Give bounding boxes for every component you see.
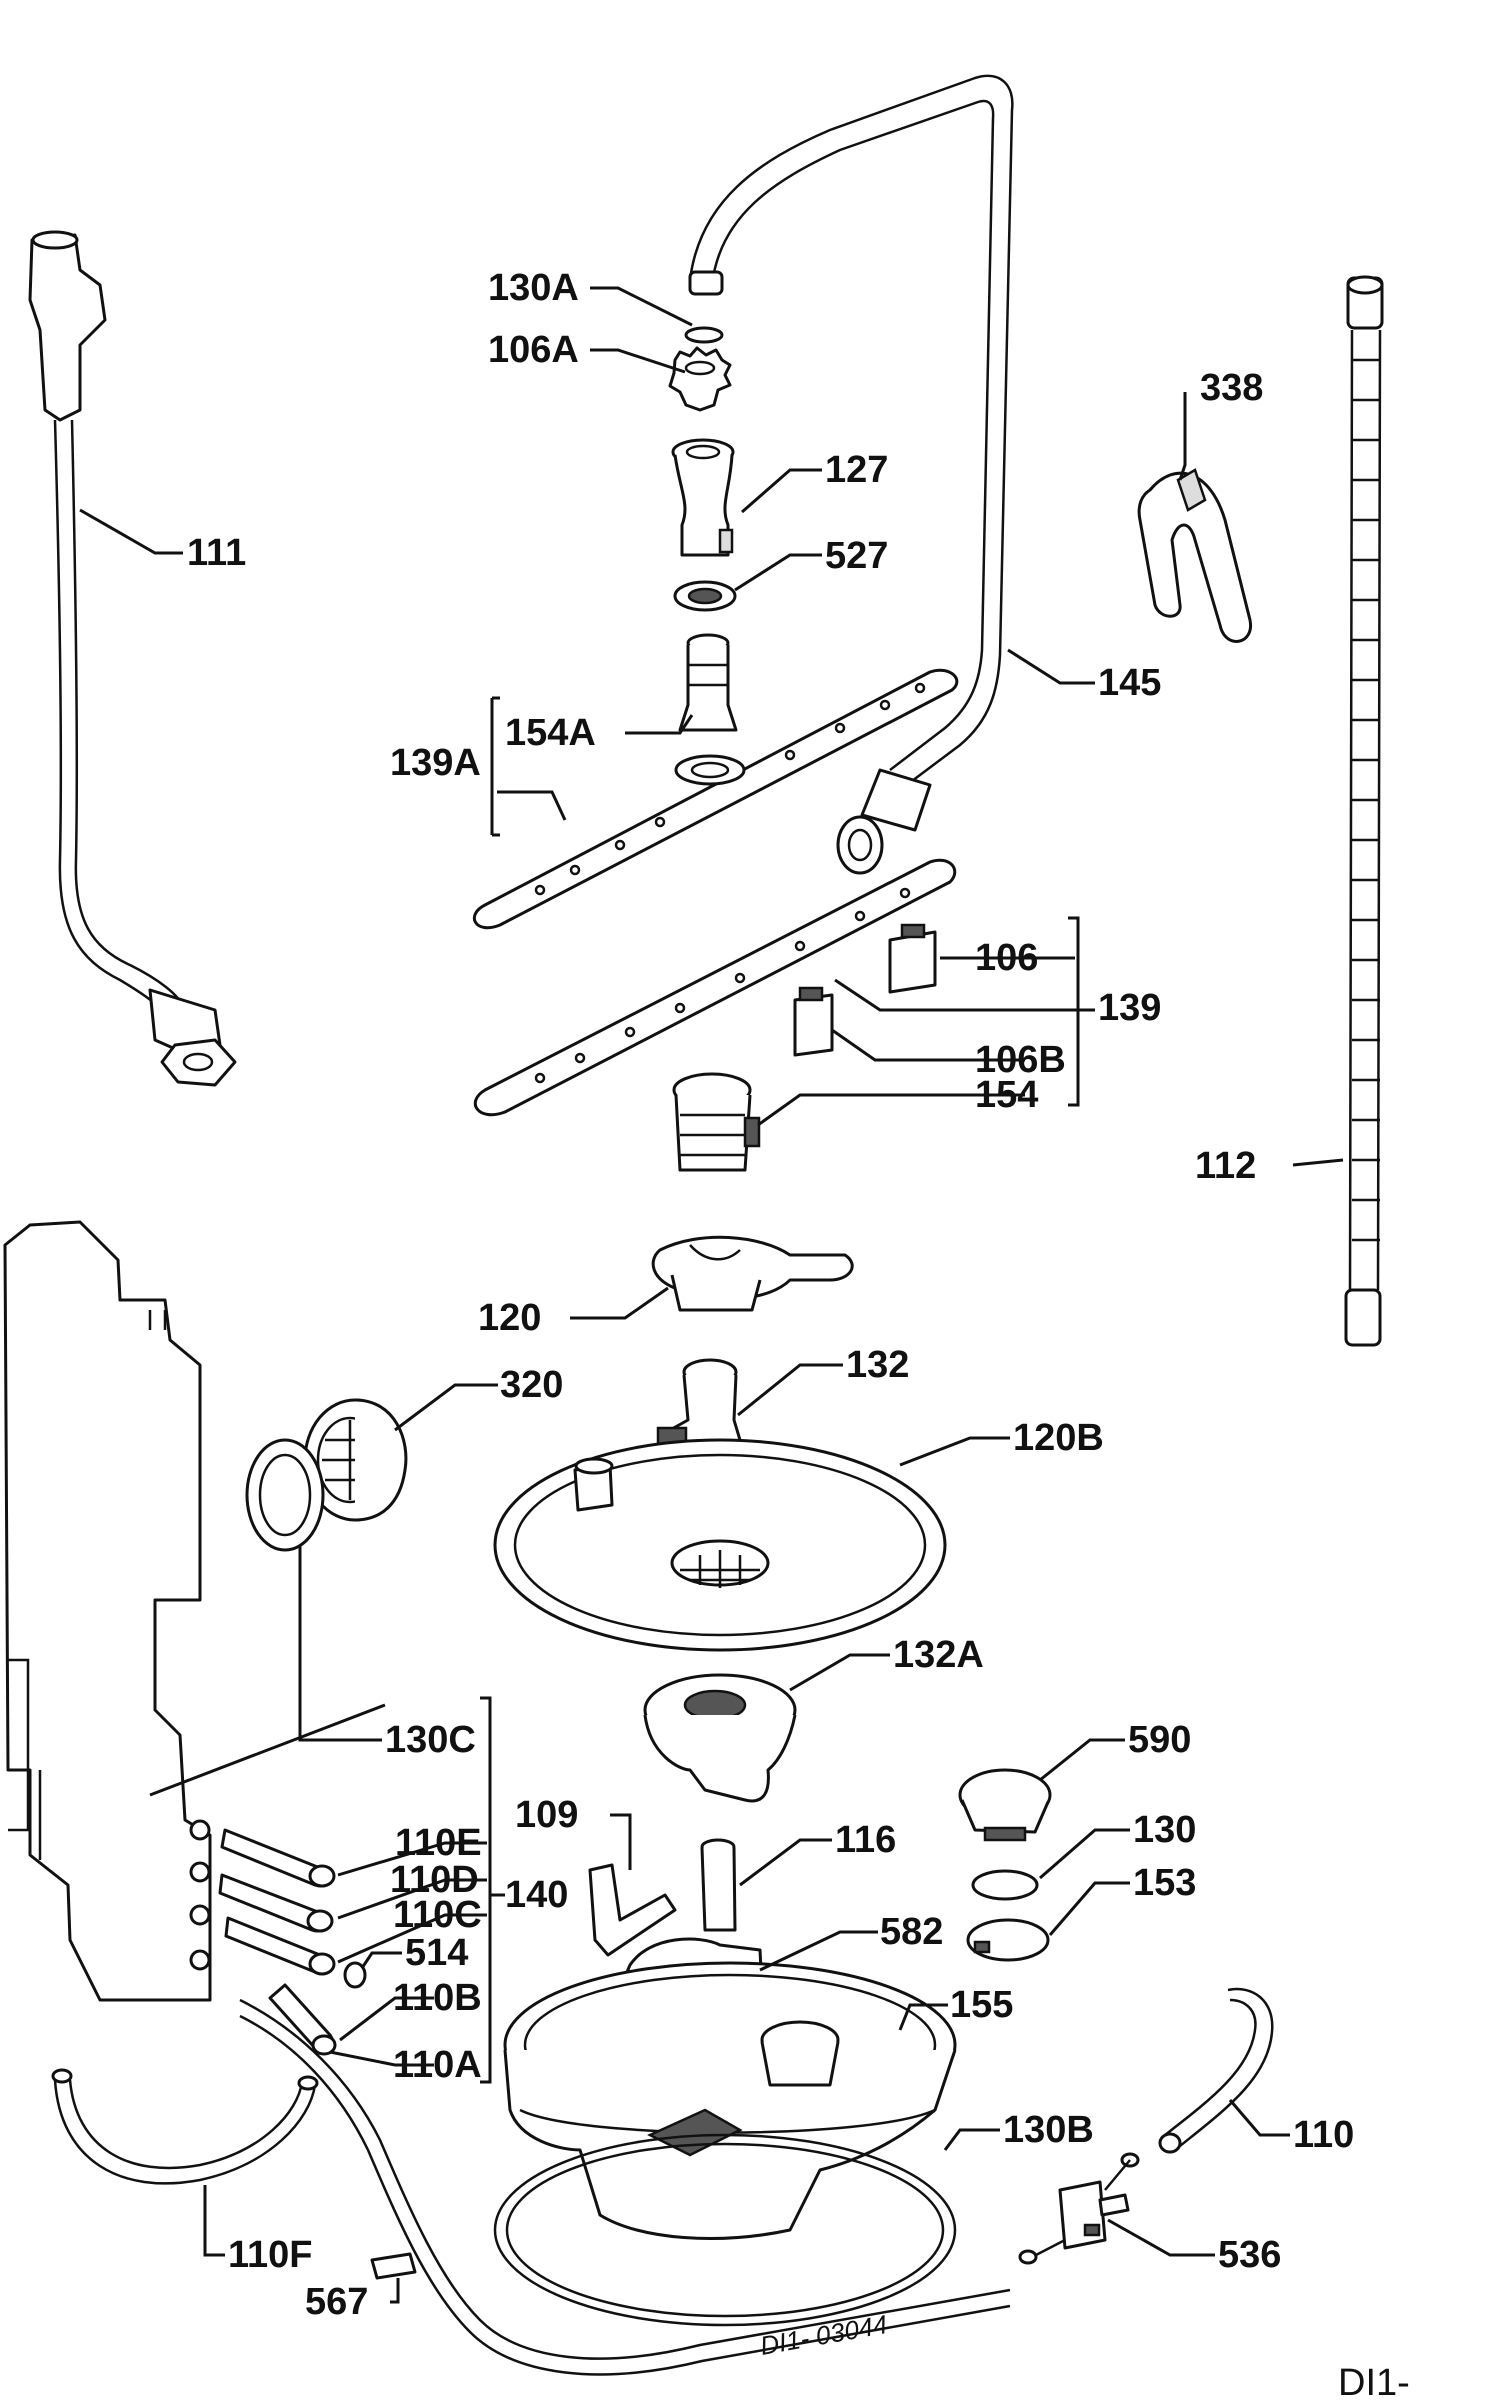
tube-outlet xyxy=(836,815,884,875)
tube-nozzle-end xyxy=(688,270,724,296)
label-112: 112 xyxy=(1195,1145,1256,1187)
part-labels: 130A 106A 127 527 338 111 145 154A 139A … xyxy=(187,267,1354,2323)
label-106A: 106A xyxy=(488,329,579,371)
label-320: 320 xyxy=(500,1364,563,1406)
label-567: 567 xyxy=(305,2281,368,2323)
part-590-cap xyxy=(958,1768,1052,1842)
label-154: 154 xyxy=(975,1074,1038,1116)
part-110E-tube xyxy=(220,1828,336,1888)
part-130C-ring xyxy=(245,1438,325,1552)
part-111-inlet-hose xyxy=(28,230,237,1087)
label-139A: 139A xyxy=(390,742,481,784)
part-106-clip xyxy=(888,923,937,994)
part-110C-tube xyxy=(224,1916,336,1976)
label-130C: 130C xyxy=(385,1719,476,1761)
label-582: 582 xyxy=(880,1911,943,1953)
part-127-bushing xyxy=(671,438,735,557)
label-120B: 120B xyxy=(1013,1417,1104,1459)
part-110-hose xyxy=(1158,1987,1274,2154)
part-130-ring xyxy=(971,1869,1039,1901)
label-130B: 130B xyxy=(1003,2109,1094,2151)
part-527-bearing xyxy=(673,580,737,612)
label-106: 106 xyxy=(975,937,1038,979)
label-130: 130 xyxy=(1133,1809,1196,1851)
part-536-switch xyxy=(1018,2152,1140,2265)
part-130B-seal-ring xyxy=(493,2133,957,2327)
label-111: 111 xyxy=(187,532,246,574)
part-320-fan xyxy=(303,1398,408,1522)
part-110F-curved-hose xyxy=(51,2068,319,2185)
label-132: 132 xyxy=(846,1344,909,1386)
label-132A: 132A xyxy=(893,1634,984,1676)
label-109: 109 xyxy=(515,1794,578,1836)
label-110F: 110F xyxy=(228,2234,313,2276)
part-106A-nut xyxy=(668,346,732,412)
label-106B: 106B xyxy=(975,1039,1066,1081)
label-155: 155 xyxy=(950,1984,1013,2026)
part-110D-tube xyxy=(218,1873,334,1933)
part-120B-filter-plate xyxy=(493,1438,947,1652)
label-110A: 110A xyxy=(393,2044,482,2086)
label-110E: 110E xyxy=(395,1822,482,1864)
label-116: 116 xyxy=(835,1819,896,1861)
label-139: 139 xyxy=(1098,987,1161,1029)
label-514: 514 xyxy=(405,1932,468,1974)
part-145-feed-tube xyxy=(688,74,1014,875)
label-154A: 154A xyxy=(505,712,596,754)
part-112-hose xyxy=(1344,275,1384,1347)
part-154-hub xyxy=(672,1072,761,1172)
label-110: 110 xyxy=(1293,2114,1354,2156)
part-140-pump-housing xyxy=(3,1220,212,2002)
label-590: 590 xyxy=(1128,1719,1191,1761)
part-155-sump xyxy=(503,1961,957,2240)
label-120: 120 xyxy=(478,1297,541,1339)
part-110A-long-hose xyxy=(239,1998,1011,2360)
part-338-clip xyxy=(1137,468,1253,643)
label-110D: 110D xyxy=(390,1859,479,1901)
label-527: 527 xyxy=(825,535,888,577)
label-110B: 110B xyxy=(393,1977,482,2019)
label-127: 127 xyxy=(825,449,888,491)
part-132A-housing xyxy=(643,1673,797,1803)
corner-code: DI1- xyxy=(1338,2362,1410,2400)
part-109-bracket xyxy=(588,1863,677,1957)
part-514-plug xyxy=(343,1961,367,1989)
label-153: 153 xyxy=(1133,1862,1196,1904)
part-154A-hub xyxy=(678,633,738,732)
label-130A: 130A xyxy=(488,267,579,309)
label-140: 140 xyxy=(505,1874,568,1916)
label-145: 145 xyxy=(1098,662,1161,704)
leader-lines xyxy=(79,286,1344,2304)
part-106B-clip xyxy=(793,986,834,1057)
part-130A-washer xyxy=(684,326,724,344)
tube-coupling xyxy=(860,768,932,832)
label-338: 338 xyxy=(1200,367,1263,409)
part-139A-upper-spray-arm xyxy=(472,668,959,930)
part-567-clip xyxy=(370,2252,417,2280)
label-110C: 110C xyxy=(393,1894,482,1936)
part-120-deflector xyxy=(651,1235,854,1312)
part-153-seal xyxy=(966,1918,1050,1962)
part-110B-tube xyxy=(268,1983,337,2056)
part-139-lower-spray-arm xyxy=(473,858,957,1117)
label-536: 536 xyxy=(1218,2234,1281,2276)
